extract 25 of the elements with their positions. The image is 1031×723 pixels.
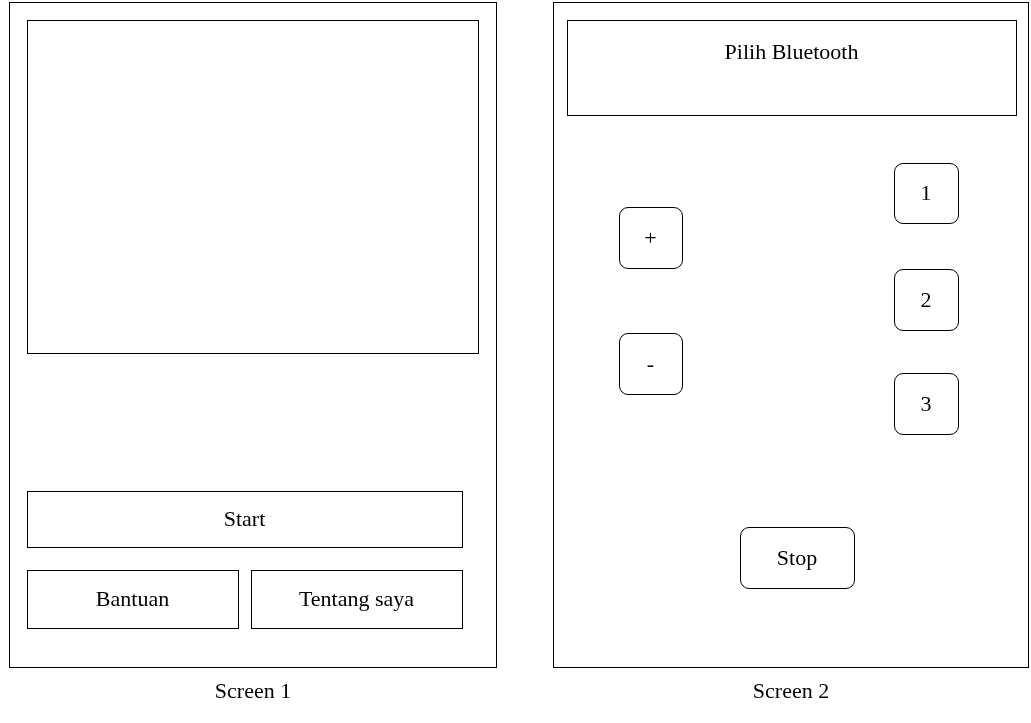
button-label: 3 xyxy=(920,390,932,417)
control-button xyxy=(739,526,855,589)
screen-caption: Screen 2 xyxy=(752,678,830,704)
menu-button xyxy=(250,569,463,629)
screen-caption: Screen 1 xyxy=(214,678,292,704)
button-label: Pilih Bluetooth xyxy=(724,38,859,65)
display-area xyxy=(26,19,479,354)
button-label: Tentang saya xyxy=(298,586,415,612)
control-button xyxy=(893,162,959,224)
control-button xyxy=(893,268,959,331)
button-label: Bantuan xyxy=(95,586,170,612)
menu-button xyxy=(26,490,463,548)
screen-frame xyxy=(9,2,497,668)
control-button xyxy=(618,206,683,269)
menu-button xyxy=(566,19,1017,116)
control-button xyxy=(893,372,959,435)
menu-button xyxy=(26,569,239,629)
button-label: 2 xyxy=(920,286,932,313)
button-label: + xyxy=(644,224,657,251)
button-label: - xyxy=(646,350,655,377)
screen-frame xyxy=(553,2,1029,668)
button-label: Stop xyxy=(776,544,818,571)
control-button xyxy=(618,332,683,395)
button-label: Start xyxy=(223,506,266,532)
button-label: 1 xyxy=(920,180,932,206)
